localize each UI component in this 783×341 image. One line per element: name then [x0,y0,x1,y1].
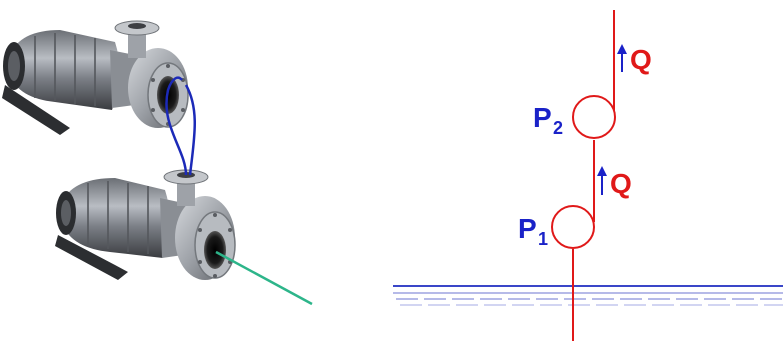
pump-label-upper: P [533,102,552,133]
flow-label-upper: Q [630,44,652,75]
flow-arrow-lower [597,166,607,195]
pump-label-lower-sub: 1 [538,229,548,249]
schematic: Q Q P 2 P 1 [393,10,783,341]
flow-label-lower: Q [610,168,632,199]
pump-label-lower: P [518,213,537,244]
pump-label-upper-sub: 2 [553,118,563,138]
lower-pump [55,170,235,280]
pump-circle-upper [573,96,615,138]
upper-pump [2,21,188,135]
suction-line [216,252,312,304]
pump-circle-lower [552,206,594,248]
flow-arrow-upper [617,44,627,72]
